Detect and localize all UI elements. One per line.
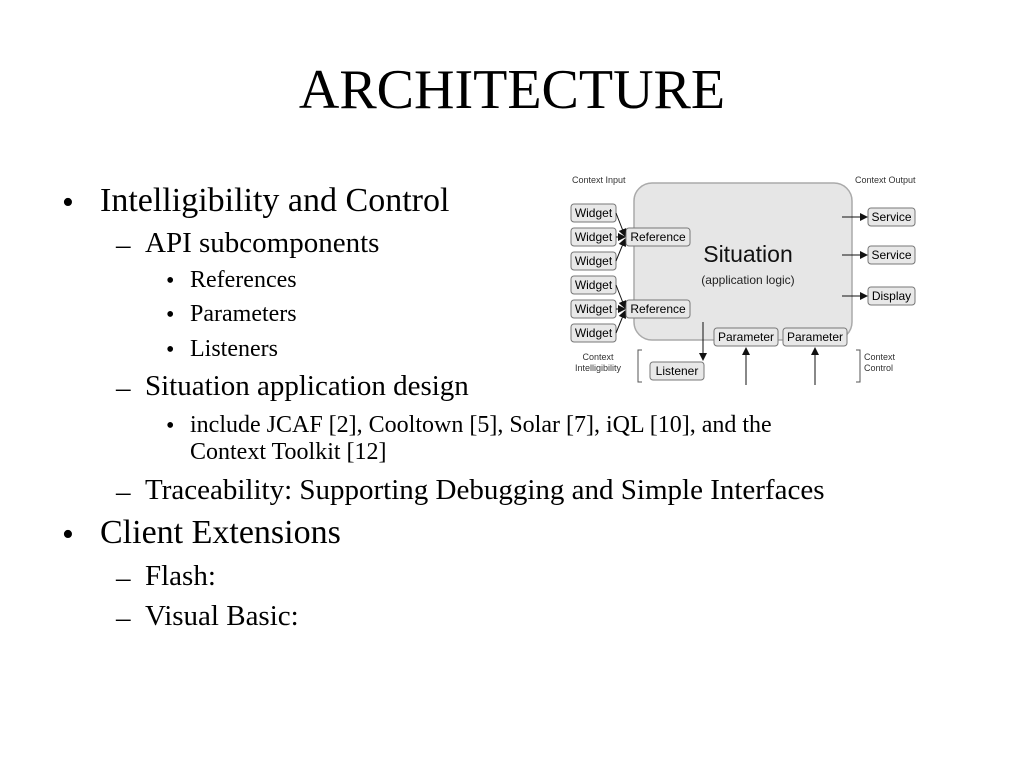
architecture-diagram: Situation (application logic) Context In…	[570, 175, 916, 385]
context-intelligibility-label-1: Context	[582, 352, 614, 362]
sub-bullet-marker: –	[116, 602, 131, 634]
bullet-marker: •	[62, 516, 74, 553]
display-label: Display	[872, 289, 911, 303]
display-node: Display	[867, 286, 916, 306]
bullet-traceability: Traceability: Supporting Debugging and S…	[145, 474, 825, 506]
context-control-label-1: Context	[864, 352, 896, 362]
situation-label: Situation	[703, 241, 793, 267]
widget-node: Widget	[570, 227, 617, 247]
sub-bullet-marker: –	[116, 372, 131, 404]
bullet-references: References	[190, 267, 297, 293]
parameter-node: Parameter	[782, 327, 848, 347]
widget-node: Widget	[570, 275, 617, 295]
bullet-client-extensions: Client Extensions	[100, 514, 341, 551]
bullet-flash: Flash:	[145, 560, 216, 592]
bullet-listeners: Listeners	[190, 336, 278, 362]
bullet-include-line1: include JCAF [2], Cooltown [5], Solar [7…	[190, 412, 772, 438]
reference-label: Reference	[630, 230, 686, 244]
parameter-label: Parameter	[718, 330, 774, 344]
bullet-visual-basic: Visual Basic:	[145, 600, 299, 632]
sub-bullet-marker: –	[116, 562, 131, 594]
parameter-node: Parameter	[713, 327, 779, 347]
widget-label: Widget	[575, 254, 613, 268]
sub-sub-bullet-marker: •	[166, 302, 175, 328]
bullet-marker: •	[62, 184, 74, 221]
context-control-label-2: Control	[864, 363, 893, 373]
service-node: Service	[867, 245, 916, 265]
widget-node: Widget	[570, 323, 617, 343]
context-input-label: Context Input	[572, 175, 626, 185]
sub-sub-bullet-marker: •	[166, 337, 175, 363]
bullet-include-line2: Context Toolkit [12]	[190, 439, 387, 465]
sub-bullet-marker: –	[116, 476, 131, 508]
widget-label: Widget	[575, 206, 613, 220]
bullet-api-subcomponents: API subcomponents	[145, 227, 380, 259]
context-intelligibility-label-2: Intelligibility	[575, 363, 622, 373]
reference-label: Reference	[630, 302, 686, 316]
service-label: Service	[871, 248, 911, 262]
sub-sub-bullet-marker: •	[166, 268, 175, 294]
context-output-label: Context Output	[855, 175, 916, 185]
parameter-label: Parameter	[787, 330, 843, 344]
widget-label: Widget	[575, 302, 613, 316]
sub-bullet-marker: –	[116, 229, 131, 261]
listener-label: Listener	[656, 364, 699, 378]
widget-node: Widget	[570, 251, 617, 271]
slide-title: ARCHITECTURE	[298, 59, 726, 121]
widget-label: Widget	[575, 326, 613, 340]
bullet-situation-design: Situation application design	[145, 370, 469, 402]
bullet-parameters: Parameters	[190, 301, 297, 327]
service-node: Service	[867, 207, 916, 227]
widget-label: Widget	[575, 230, 613, 244]
widget-node: Widget	[570, 299, 617, 319]
reference-node: Reference	[625, 299, 691, 319]
service-label: Service	[871, 210, 911, 224]
widget-label: Widget	[575, 278, 613, 292]
reference-node: Reference	[625, 227, 691, 247]
application-logic-label: (application logic)	[701, 273, 794, 287]
sub-sub-bullet-marker: •	[166, 413, 175, 439]
bullet-intelligibility: Intelligibility and Control	[100, 182, 450, 219]
widget-node: Widget	[570, 203, 617, 223]
listener-node: Listener	[649, 361, 705, 381]
